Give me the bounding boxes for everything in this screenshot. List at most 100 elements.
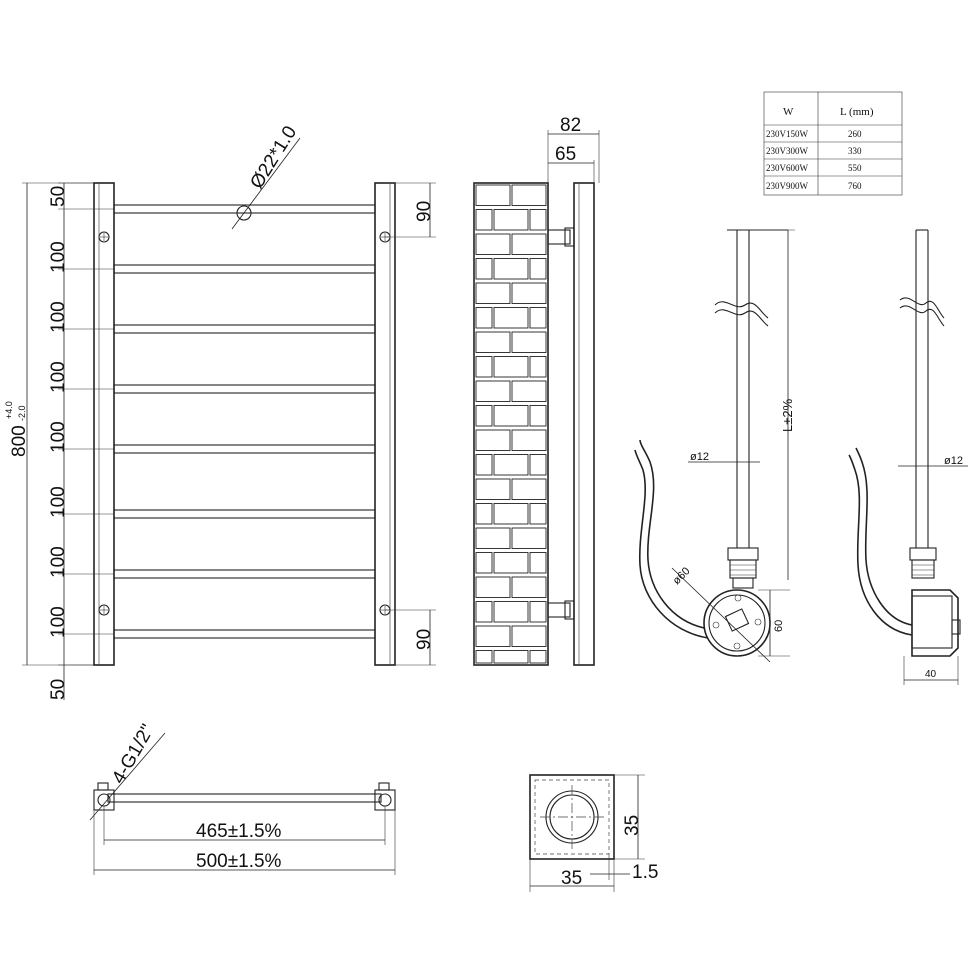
- heater-side-head: [911, 589, 959, 657]
- brick: [511, 576, 547, 598]
- brick: [529, 307, 547, 329]
- brick: [511, 429, 547, 451]
- brick: [475, 625, 511, 647]
- brick: [529, 258, 547, 280]
- section-outer: [529, 774, 615, 860]
- brick: [475, 258, 493, 280]
- dim-left-8: 100: [48, 606, 69, 638]
- dim-left-5: 100: [48, 421, 69, 453]
- table-row-1-w: 230V150W: [766, 129, 808, 139]
- thread-label: 4-G1/2": [108, 721, 159, 788]
- brick: [475, 405, 493, 427]
- dim-left-6: 100: [48, 486, 69, 518]
- bracket-bottom: [547, 602, 571, 618]
- table-header-l: L (mm): [840, 106, 874, 118]
- brick: [493, 454, 529, 476]
- brick: [511, 527, 547, 549]
- table-row-2-w: 230V300W: [766, 146, 808, 156]
- table-row-4-l: 760: [848, 181, 862, 191]
- brick: [493, 307, 529, 329]
- dim-left-9: 50: [48, 679, 69, 700]
- brick: [475, 356, 493, 378]
- dim-left-1: 50: [48, 186, 69, 207]
- brick: [475, 233, 511, 255]
- heater-side-pipe-dia: ø12: [944, 455, 963, 467]
- thread-leader: [89, 732, 166, 821]
- right-upright: [374, 182, 396, 666]
- brick: [511, 331, 547, 353]
- mounting-holes: [98, 231, 391, 616]
- side-view: 82 65: [473, 115, 600, 666]
- section-width: 35: [561, 868, 582, 889]
- front-view: Ø22*1.0 50 100 100 100 100 100 100 100 5…: [4, 122, 436, 700]
- brick: [475, 307, 493, 329]
- brick: [475, 454, 493, 476]
- bottom-view: 4-G1/2" 465±1.5% 500±1.5%: [89, 721, 396, 875]
- bottom-bar: [107, 793, 382, 803]
- section-height: 35: [622, 815, 643, 836]
- center-width: 465±1.5%: [196, 821, 282, 842]
- wall-bricks: [475, 184, 547, 664]
- brick: [529, 552, 547, 574]
- dim-left-7: 100: [48, 546, 69, 578]
- heater-pipe-dia: ø12: [690, 451, 709, 463]
- brick: [475, 650, 493, 664]
- brick: [529, 405, 547, 427]
- brick: [511, 478, 547, 500]
- table-row-3-w: 230V600W: [766, 163, 808, 173]
- brick: [511, 233, 547, 255]
- brick: [475, 601, 493, 623]
- dim-left-3: 100: [48, 301, 69, 333]
- pipe-dia-leader: [231, 137, 301, 230]
- left-upright: [93, 182, 115, 666]
- brick: [529, 650, 547, 664]
- brick: [511, 282, 547, 304]
- dim-right-top: 90: [414, 201, 435, 222]
- heater-front-view: L±2% ø12 ø60 60: [634, 229, 795, 663]
- overall-height: 800: [9, 425, 30, 457]
- height-tol-upper: +4.0: [4, 401, 14, 419]
- dim-left-4: 100: [48, 361, 69, 393]
- radiator-profile: [573, 182, 595, 666]
- heater-side-head-width: 40: [925, 669, 937, 680]
- brick: [529, 209, 547, 231]
- brick: [511, 625, 547, 647]
- brick: [475, 331, 511, 353]
- brick: [529, 356, 547, 378]
- section-view: 35 35 1.5: [529, 774, 658, 892]
- brick: [529, 454, 547, 476]
- brick: [493, 601, 529, 623]
- table-row-1-l: 260: [848, 129, 862, 139]
- brick: [475, 380, 511, 402]
- power-table: W L (mm) 230V150W 260 230V300W 330 230V6…: [763, 91, 903, 196]
- brick: [475, 576, 511, 598]
- dim-right-bottom: 90: [414, 629, 435, 650]
- brick: [475, 527, 511, 549]
- left-dimension-chain: [22, 182, 114, 700]
- depth-total: 82: [560, 115, 581, 136]
- brick: [493, 552, 529, 574]
- brick: [475, 503, 493, 525]
- brick: [493, 405, 529, 427]
- brick: [493, 503, 529, 525]
- depth-inner: 65: [555, 144, 576, 165]
- dim-left-2: 100: [48, 241, 69, 273]
- total-width: 500±1.5%: [196, 851, 282, 872]
- brick: [493, 650, 529, 664]
- pipe-dia-label: Ø22*1.0: [246, 122, 301, 192]
- wall: [473, 182, 549, 666]
- brick: [493, 209, 529, 231]
- table-row-2-l: 330: [848, 146, 862, 156]
- brick: [493, 356, 529, 378]
- heater-head-height: 60: [773, 620, 785, 632]
- table-row-4-w: 230V900W: [766, 181, 808, 191]
- section-wall: 1.5: [632, 862, 658, 883]
- heater-head-dia: ø60: [671, 565, 693, 587]
- heater-length: L±2%: [780, 398, 795, 432]
- brick: [475, 429, 511, 451]
- brick: [529, 601, 547, 623]
- crossbars: [113, 204, 376, 639]
- bracket-top: [547, 229, 571, 245]
- table-header-w: W: [783, 106, 794, 118]
